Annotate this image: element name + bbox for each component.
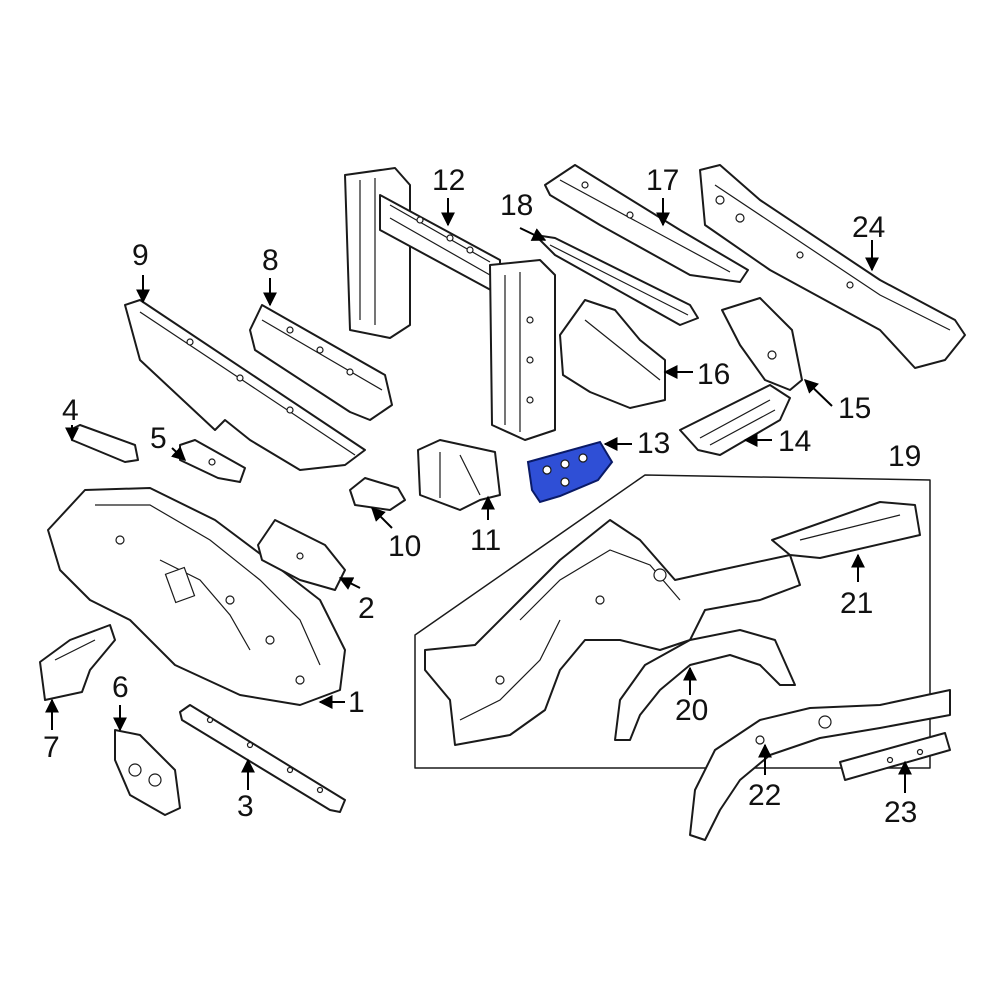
- part-5-plate: [179, 439, 246, 483]
- callout-3: 3: [237, 790, 254, 823]
- callout-5: 5: [150, 422, 167, 455]
- callout-22: 22: [748, 779, 781, 812]
- part-17-rail: [544, 164, 749, 283]
- callout-12: 12: [432, 164, 465, 197]
- callout-4: 4: [62, 394, 79, 427]
- part-7-bracket: [39, 624, 116, 701]
- part-18-rail: [534, 234, 699, 326]
- callout-7: 7: [43, 731, 60, 764]
- leader-lines: [45, 198, 912, 793]
- part-16-bracket: [559, 299, 666, 409]
- part-3-bar: [179, 704, 346, 813]
- part-15-bracket: [721, 297, 803, 391]
- callout-13: 13: [637, 427, 670, 460]
- part-24-side-rail: [699, 164, 966, 369]
- part-20-wheel-arch: [614, 629, 796, 741]
- part-12-frame: [344, 167, 556, 441]
- part-9-panel: [124, 299, 366, 471]
- part-22-rear-rail: [689, 689, 951, 841]
- callout-9: 9: [132, 239, 149, 272]
- callout-17: 17: [646, 164, 679, 197]
- part-19-assembly: [424, 519, 801, 746]
- callout-8: 8: [262, 244, 279, 277]
- part-14-tray: [679, 384, 791, 456]
- part-1-floor-panel: [47, 487, 346, 706]
- callout-20: 20: [675, 694, 708, 727]
- callout-23: 23: [884, 796, 917, 829]
- part-21-plate: [771, 501, 921, 559]
- part-23-rail: [839, 732, 951, 781]
- part-6-bracket: [114, 729, 181, 816]
- callout-1: 1: [348, 686, 365, 719]
- callout-11: 11: [470, 524, 501, 557]
- callout-2: 2: [358, 592, 375, 625]
- callout-14: 14: [778, 425, 811, 458]
- part-13-highlighted-bracket: [526, 440, 614, 504]
- callout-6: 6: [112, 671, 129, 704]
- part-4-strip: [69, 424, 139, 463]
- callout-18: 18: [500, 189, 533, 222]
- callout-24: 24: [852, 211, 885, 244]
- callout-10: 10: [388, 530, 421, 563]
- callout-21: 21: [840, 587, 873, 620]
- callout-labels: 1 2 3 4 5 6 7 8 9 10 11 12 13 14 15 16 1…: [43, 164, 921, 829]
- part-8-rail: [249, 304, 393, 421]
- callout-15: 15: [838, 392, 871, 425]
- part-10-bracket: [349, 477, 406, 511]
- callout-19: 19: [888, 440, 921, 473]
- callout-16: 16: [697, 358, 730, 391]
